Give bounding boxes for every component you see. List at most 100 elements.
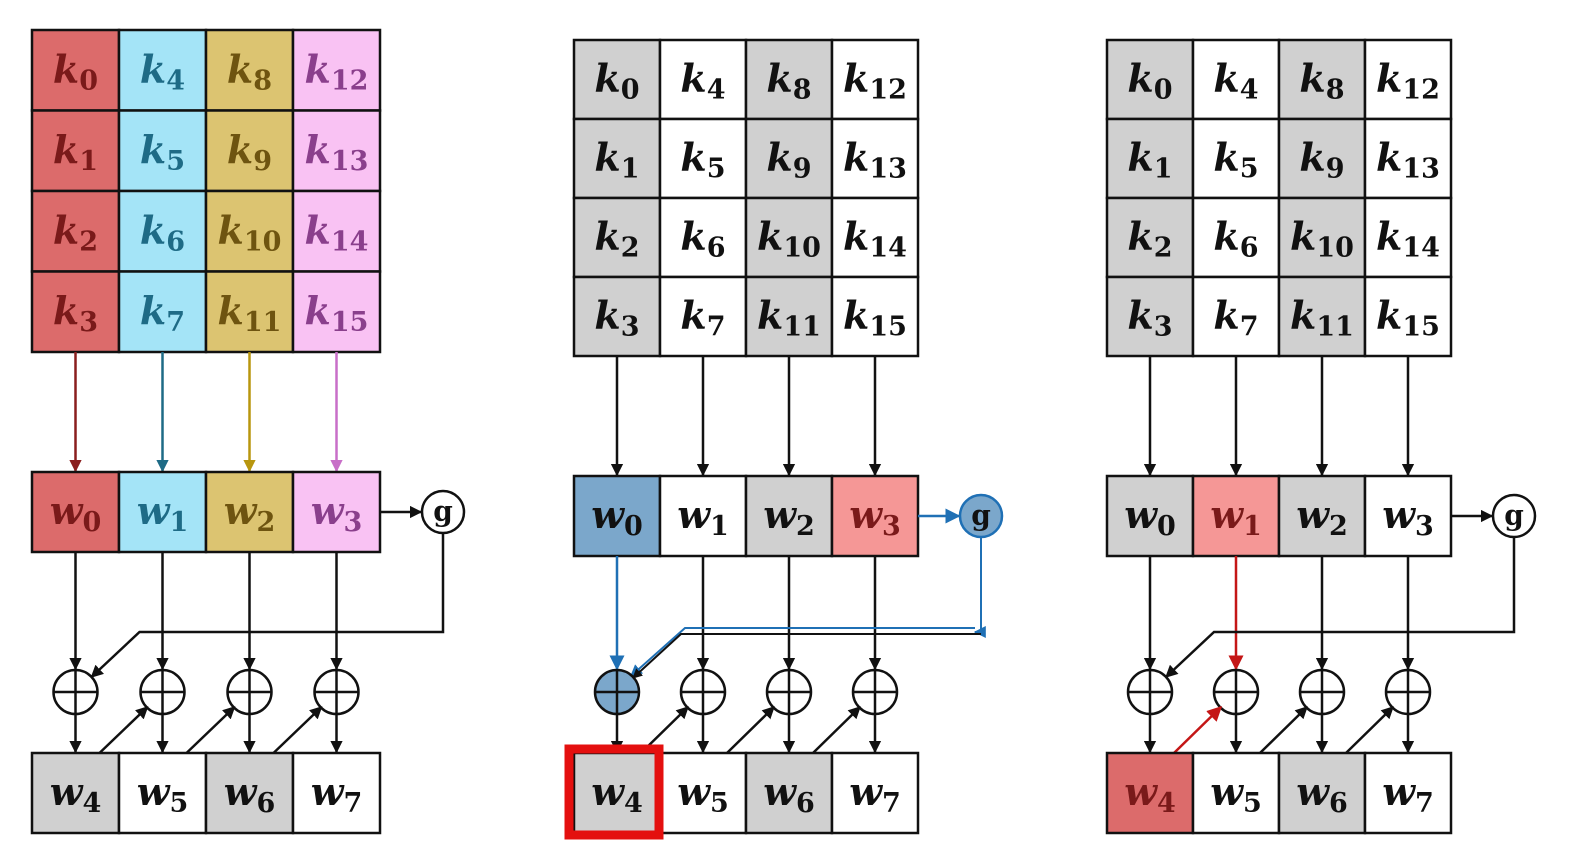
key-cell-k9-label-base: k <box>227 127 253 172</box>
xor-circle-1 <box>679 668 727 716</box>
key-cell-k13-label-sub: 13 <box>331 146 369 177</box>
key-cell-k2-label: k2 <box>1127 214 1172 264</box>
key-cell-k13-label-sub: 13 <box>1402 154 1440 185</box>
xor-circle-2 <box>765 668 813 716</box>
key-cell-k13-label: k13 <box>843 135 907 185</box>
key-cell-k10-label-base: k <box>1290 214 1316 259</box>
key-cell-k1-box <box>572 117 662 200</box>
word-cell-w1-label-base: w <box>137 488 171 533</box>
word-cell-w2-label-base: w <box>224 488 258 533</box>
key-cell-k14-label-base: k <box>1376 214 1402 259</box>
key-cell-k14-box <box>830 196 920 279</box>
g-feedback-arrow <box>1165 537 1516 678</box>
output-cell-w7-label: w7 <box>1382 769 1434 819</box>
g-function-label: g <box>971 499 991 532</box>
word-cell-w1-box <box>658 474 748 558</box>
key-cell-k10-label-sub: 10 <box>783 233 821 264</box>
key-cell-k13-label-sub: 13 <box>869 154 907 185</box>
xor-circle-1 <box>1212 668 1260 716</box>
key-cell-k6-label-sub: 6 <box>707 233 726 264</box>
key-cell-k11-box <box>744 275 834 358</box>
word-cell-w3-label: w3 <box>849 492 901 542</box>
word-cell-w2-label-sub: 2 <box>796 511 815 542</box>
key-cell-k14-label: k14 <box>843 214 907 264</box>
key-cell-k1-label-base: k <box>594 135 620 180</box>
word-cell-w0-label-base: w <box>50 488 84 533</box>
g-function-label: g <box>1504 499 1524 532</box>
key-cell-k3-label-base: k <box>594 293 620 338</box>
key-cell-k12-label-sub: 12 <box>869 75 907 106</box>
key-cell-k11-label-base: k <box>1290 293 1316 338</box>
key-cell-k9-label-sub: 9 <box>253 146 272 177</box>
key-cell-k2-box <box>1105 196 1195 279</box>
key-cell-k1-label-sub: 1 <box>79 146 98 177</box>
key-cell-k10-label-sub: 10 <box>1316 233 1354 264</box>
g-feedback-blue-b <box>630 627 975 677</box>
key-cell-k10-label: k10 <box>218 207 282 257</box>
output-cell-w4-label-base: w <box>591 769 625 814</box>
output-cell-w5-label-sub: 5 <box>710 788 729 819</box>
key-cell-k12-box <box>830 38 920 121</box>
key-cell-k11-label-sub: 11 <box>1316 312 1354 343</box>
key-cell-k9-label-sub: 9 <box>1326 154 1345 185</box>
output-cell-w6-label-sub: 6 <box>256 788 275 819</box>
word-cell-w1-label-sub: 1 <box>710 511 729 542</box>
word-cell-w3-label-sub: 3 <box>882 511 901 542</box>
output-cell-w7-label-sub: 7 <box>343 788 362 819</box>
key-cell-k7-label: k7 <box>1213 293 1258 343</box>
output-cell-w4-label-base: w <box>50 769 84 814</box>
output-cell-w5-label-sub: 5 <box>1243 788 1262 819</box>
key-cell-k4-label: k4 <box>1213 56 1258 106</box>
output-cell-w7-box <box>1363 751 1453 835</box>
key-cell-k2-label: k2 <box>594 214 639 264</box>
key-cell-k14-label-base: k <box>305 207 331 252</box>
g-feedback-blue-a <box>973 537 986 638</box>
key-cell-k5-label-sub: 5 <box>707 154 726 185</box>
word-cell-w0-box <box>572 474 662 558</box>
chain-arrow-0 <box>98 706 149 754</box>
key-cell-k13-box <box>830 117 920 200</box>
key-cell-k9-label: k9 <box>766 135 811 185</box>
word-cell-w3-label-base: w <box>1382 492 1416 537</box>
key-cell-k8-label-base: k <box>227 46 253 91</box>
key-cell-k4-label: k4 <box>680 56 725 106</box>
key-cell-k0-label-base: k <box>1127 56 1153 101</box>
key-cell-k15-label-base: k <box>843 293 869 338</box>
key-cell-k1-label-sub: 1 <box>1154 154 1173 185</box>
output-cell-w4-label-sub: 4 <box>82 788 101 819</box>
key-cell-k6-label-base: k <box>140 207 166 252</box>
word-cell-w1-label-sub: 1 <box>1243 511 1262 542</box>
output-cell-w5-label-base: w <box>677 769 711 814</box>
key-cell-k11-label-sub: 11 <box>244 307 282 338</box>
output-cell-w4-label-sub: 4 <box>624 788 643 819</box>
key-cell-k3-label-base: k <box>1127 293 1153 338</box>
key-cell-k15-box <box>830 275 920 358</box>
key-cell-k11-label: k11 <box>218 288 282 338</box>
key-cell-k11-label: k11 <box>757 293 821 343</box>
key-cell-k3-label-base: k <box>53 288 79 333</box>
key-cell-k14-label: k14 <box>305 207 369 257</box>
key-cell-k13-label-base: k <box>843 135 869 180</box>
key-cell-k10-label: k10 <box>1290 214 1354 264</box>
word-cell-w0-label-sub: 0 <box>1157 511 1176 542</box>
key-cell-k7-label: k7 <box>680 293 725 343</box>
chain-arrow-0 <box>1173 705 1223 754</box>
chain-arrow-1 <box>1259 706 1308 754</box>
key-cell-k8-box <box>1277 38 1367 121</box>
key-cell-k5-label: k5 <box>1213 135 1258 185</box>
key-cell-k11-label-sub: 11 <box>783 312 821 343</box>
word-cell-w2-label: w2 <box>763 492 815 542</box>
output-cell-w5-label-sub: 5 <box>169 788 188 819</box>
word-cell-w0-label-base: w <box>591 492 625 537</box>
key-cell-k4-label-sub: 4 <box>707 75 726 106</box>
key-cell-k6-label-base: k <box>680 214 706 259</box>
key-cell-k7-label-base: k <box>1213 293 1239 338</box>
key-cell-k11-label-base: k <box>757 293 783 338</box>
xor-circle-2 <box>1298 668 1346 716</box>
output-cell-w4-label: w4 <box>1124 769 1176 819</box>
xor-circle-0 <box>52 668 99 716</box>
key-cell-k12-label-sub: 12 <box>1402 75 1440 106</box>
